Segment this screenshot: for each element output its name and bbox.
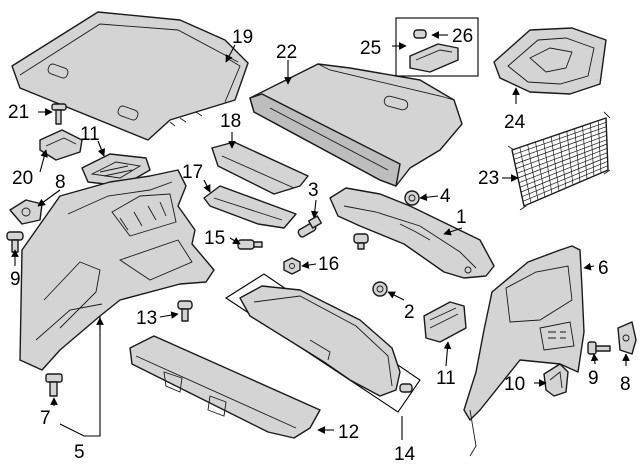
callout-9b: 9 bbox=[588, 368, 599, 389]
callout-12: 12 bbox=[338, 422, 359, 443]
part-15-clip bbox=[237, 239, 263, 250]
callout-8b: 8 bbox=[620, 374, 631, 395]
callout-16: 16 bbox=[318, 254, 339, 275]
part-21-screw bbox=[51, 103, 67, 125]
callout-1: 1 bbox=[456, 207, 467, 228]
part-16-nut bbox=[283, 257, 301, 275]
callout-17: 17 bbox=[182, 162, 203, 183]
callout-7: 7 bbox=[40, 408, 51, 429]
part-22-cargo-cover bbox=[249, 63, 463, 187]
callout-14: 14 bbox=[394, 444, 416, 465]
part-9-pin-left bbox=[6, 231, 24, 253]
part-12-floor-panel bbox=[129, 335, 321, 439]
callout-13: 13 bbox=[136, 308, 157, 329]
net-mesh-line bbox=[597, 120, 602, 174]
part-1-clip bbox=[353, 233, 369, 250]
part-20-bracket bbox=[39, 129, 83, 161]
callout-3: 3 bbox=[308, 180, 319, 201]
part-7-bolt bbox=[45, 373, 63, 397]
callout-6: 6 bbox=[598, 258, 609, 279]
net-mesh-line bbox=[589, 123, 595, 177]
callout-21: 21 bbox=[8, 102, 29, 123]
part-23-cargo-net bbox=[507, 111, 611, 211]
callout-26: 26 bbox=[452, 26, 473, 47]
part-8-clip-right bbox=[617, 321, 637, 355]
net-mesh-line bbox=[522, 165, 608, 202]
part-25-group bbox=[395, 17, 479, 77]
callout-2: 2 bbox=[404, 302, 415, 323]
part-8-clip-left bbox=[9, 199, 43, 225]
leader-lines bbox=[11, 31, 630, 440]
part-11-bin-right bbox=[423, 301, 467, 343]
part-10-handle bbox=[543, 363, 569, 397]
part-1-upper-trim bbox=[329, 187, 495, 279]
callout-23: 23 bbox=[478, 168, 499, 189]
callout-15: 15 bbox=[204, 228, 225, 249]
callout-20: 20 bbox=[12, 168, 33, 189]
part-13-screw bbox=[177, 300, 193, 322]
part-9-pin-right bbox=[587, 341, 611, 355]
part-6-quarter-trim-right bbox=[463, 245, 585, 457]
callout-10: 10 bbox=[504, 374, 525, 395]
part-19-load-floor bbox=[11, 11, 249, 141]
part-18-trim-strip bbox=[211, 141, 309, 195]
part-24-cargo-tray bbox=[493, 27, 607, 95]
callout-4: 4 bbox=[440, 186, 451, 207]
part-2-retainer bbox=[372, 281, 388, 297]
callout-11b: 11 bbox=[436, 368, 456, 389]
part-4-grommet bbox=[404, 190, 420, 206]
part-5-quarter-trim-left bbox=[19, 169, 215, 371]
callout-19: 19 bbox=[232, 27, 253, 48]
part-14-group bbox=[224, 273, 421, 413]
callout-9: 9 bbox=[10, 269, 21, 290]
callout-18: 18 bbox=[220, 111, 241, 132]
callout-8: 8 bbox=[55, 172, 66, 193]
part-3-bolt bbox=[297, 215, 323, 238]
part-17-trim-strip bbox=[203, 185, 297, 229]
callout-22: 22 bbox=[276, 42, 297, 63]
callout-labels: 19 22 21 11 20 8 9 18 17 15 3 16 4 1 2 1… bbox=[8, 26, 631, 465]
callout-24: 24 bbox=[504, 112, 526, 133]
callout-5: 5 bbox=[74, 442, 85, 463]
callout-25: 25 bbox=[360, 38, 381, 59]
callout-11: 11 bbox=[80, 124, 100, 145]
